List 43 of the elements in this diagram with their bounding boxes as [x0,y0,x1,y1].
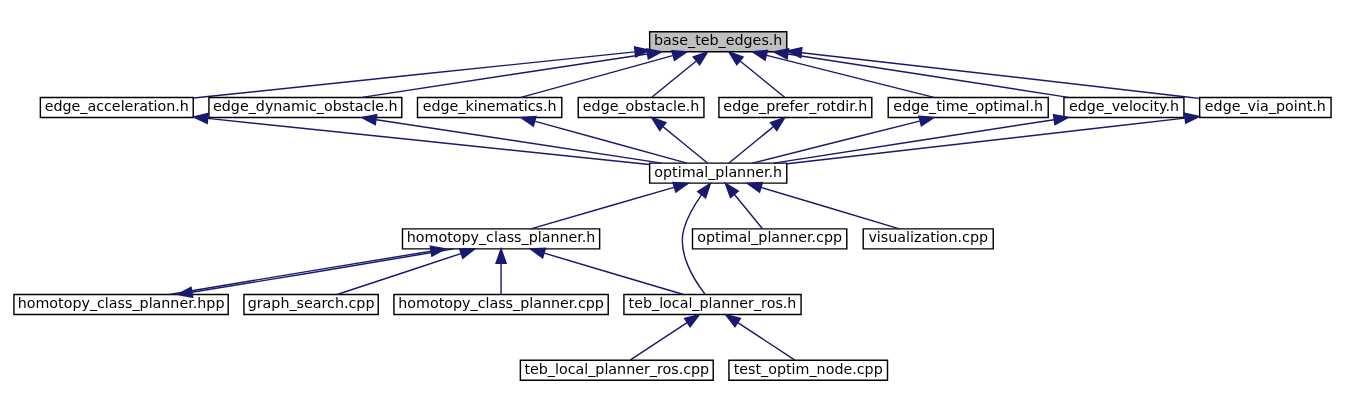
node-box: homotopy_class_planner.h [401,227,601,250]
arrow [727,49,786,98]
node-box: base_teb_edges.h [648,30,788,52]
node-box: edge_prefer_rotdir.h [718,96,873,118]
arrow [786,111,1202,165]
arrow [773,113,1071,164]
node-box: homotopy_class_planner.cpp [393,293,609,315]
arrow [723,313,796,361]
node-box: edge_obstacle.h [577,96,705,118]
node-box: edge_via_point.h [1198,96,1332,118]
node-box: test_optim_node.cpp [728,359,889,381]
arrow [650,115,709,164]
node-box: optimal_planner.h [648,161,788,184]
arrow [723,181,764,229]
arrow [785,46,1201,99]
node-box: edge_kinematics.h [416,96,563,118]
arrow [336,247,477,295]
arrow [745,181,901,230]
arrow [771,47,1070,98]
node-box: optimal_planner.cpp [691,227,848,250]
arrow [191,111,650,165]
node-box: edge_dynamic_obstacle.h [208,96,403,118]
arrow [518,115,688,164]
arrow [528,247,685,295]
arrow [359,113,663,164]
arrow [495,246,508,295]
arrow [750,49,935,98]
arrow [751,114,937,164]
node-box: visualization.cpp [862,227,994,250]
node-box: edge_acceleration.h [39,96,194,118]
node-box: graph_search.cpp [243,293,379,315]
node-box: edge_time_optimal.h [887,96,1049,118]
arrow [651,49,710,98]
node-box: teb_local_planner_ros.h [623,293,802,315]
arrow [520,49,689,98]
node-box: homotopy_class_planner.hpp [13,293,229,315]
arrow [629,313,702,361]
arrow [168,244,448,295]
node-box: edge_velocity.h [1063,96,1185,118]
node-box: teb_local_planner_ros.cpp [519,359,714,381]
arrow [728,115,787,164]
arrow [530,181,691,230]
arrow [681,181,712,295]
